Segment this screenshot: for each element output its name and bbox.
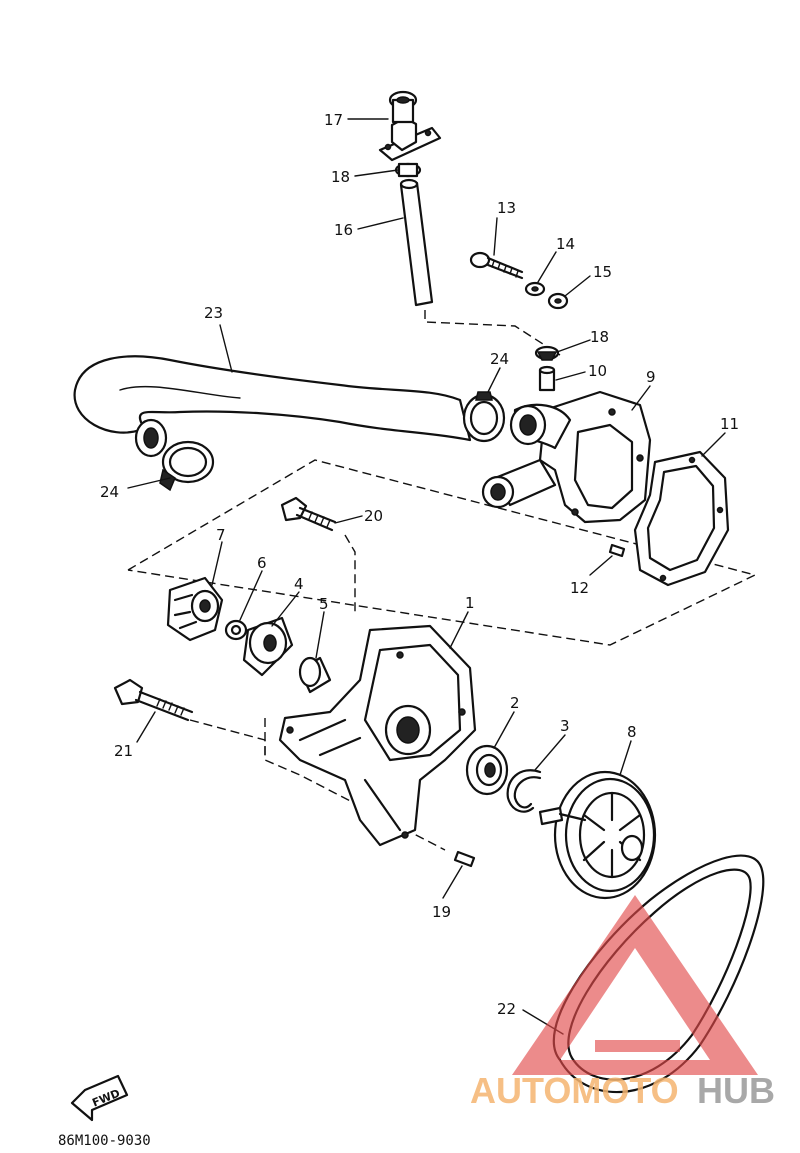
callout-15: 15 bbox=[593, 263, 612, 281]
callout-13: 13 bbox=[497, 199, 516, 217]
callout-22: 22 bbox=[497, 1000, 516, 1018]
callout-labels: 17 18 16 13 14 15 18 10 24 9 11 12 23 24… bbox=[100, 111, 739, 1018]
bearing-part-2 bbox=[465, 744, 509, 796]
forward-arrow bbox=[70, 1074, 129, 1122]
callout-18-lower: 18 bbox=[590, 328, 609, 346]
callout-18-upper: 18 bbox=[331, 168, 350, 186]
pipe-part-10 bbox=[538, 365, 556, 392]
circlip-part-3 bbox=[506, 769, 542, 813]
bushing-part-5 bbox=[298, 656, 332, 694]
assembly-reference-lines bbox=[127, 310, 758, 851]
hose-clip-part-18-upper bbox=[394, 162, 422, 178]
pump-cover-part-9 bbox=[481, 390, 652, 524]
callout-4: 4 bbox=[294, 575, 304, 593]
dowel-pin-part-19 bbox=[453, 850, 476, 868]
gasket-part-11 bbox=[633, 450, 730, 587]
callout-21: 21 bbox=[114, 742, 133, 760]
callout-24-right: 24 bbox=[490, 350, 509, 368]
callout-2: 2 bbox=[510, 694, 520, 712]
hose-clamp-part-24-left bbox=[159, 440, 215, 492]
watermark-text-auto: AUTOMOTO bbox=[470, 1070, 679, 1111]
callout-9: 9 bbox=[646, 368, 656, 386]
bolt-part-13 bbox=[469, 251, 524, 280]
callout-6: 6 bbox=[257, 554, 267, 572]
callout-3: 3 bbox=[560, 717, 570, 735]
bolt-part-21 bbox=[113, 678, 194, 722]
callout-10: 10 bbox=[588, 362, 607, 380]
hose-clamp-part-24-right bbox=[462, 391, 506, 443]
callout-17: 17 bbox=[324, 111, 343, 129]
watermark-text-hub: HUB bbox=[697, 1070, 775, 1111]
callout-1: 1 bbox=[465, 594, 475, 612]
radiator-hose-part-23 bbox=[73, 355, 472, 458]
washer-part-14 bbox=[524, 281, 546, 297]
impeller-part-7 bbox=[166, 576, 224, 642]
callout-8: 8 bbox=[627, 723, 637, 741]
seal-part-4 bbox=[242, 616, 294, 677]
watermark-logo: AUTOMOTO HUB bbox=[470, 895, 775, 1111]
callout-20: 20 bbox=[364, 507, 383, 525]
diagram-code: 86M100-9030 bbox=[58, 1133, 151, 1149]
bolt-part-20 bbox=[280, 496, 337, 532]
hose-part-16 bbox=[399, 178, 434, 307]
leader-lines bbox=[127, 118, 726, 1035]
callout-7: 7 bbox=[216, 526, 226, 544]
watermark-triangle bbox=[512, 895, 758, 1075]
callout-19: 19 bbox=[432, 903, 451, 921]
vent-fitting-part-17 bbox=[378, 90, 442, 162]
callout-24-left: 24 bbox=[100, 483, 119, 501]
dowel-pin-part-12 bbox=[608, 543, 626, 558]
pump-housing-part-1 bbox=[278, 624, 477, 847]
callout-16: 16 bbox=[334, 221, 353, 239]
callout-23: 23 bbox=[204, 304, 223, 322]
callout-5: 5 bbox=[319, 595, 329, 613]
washer-part-15 bbox=[547, 292, 569, 310]
pulley-part-8 bbox=[538, 770, 657, 900]
hose-clip-part-18-lower bbox=[534, 345, 560, 361]
callout-11: 11 bbox=[720, 415, 739, 433]
callout-12: 12 bbox=[570, 579, 589, 597]
callout-14: 14 bbox=[556, 235, 575, 253]
washer-part-6 bbox=[224, 619, 248, 641]
